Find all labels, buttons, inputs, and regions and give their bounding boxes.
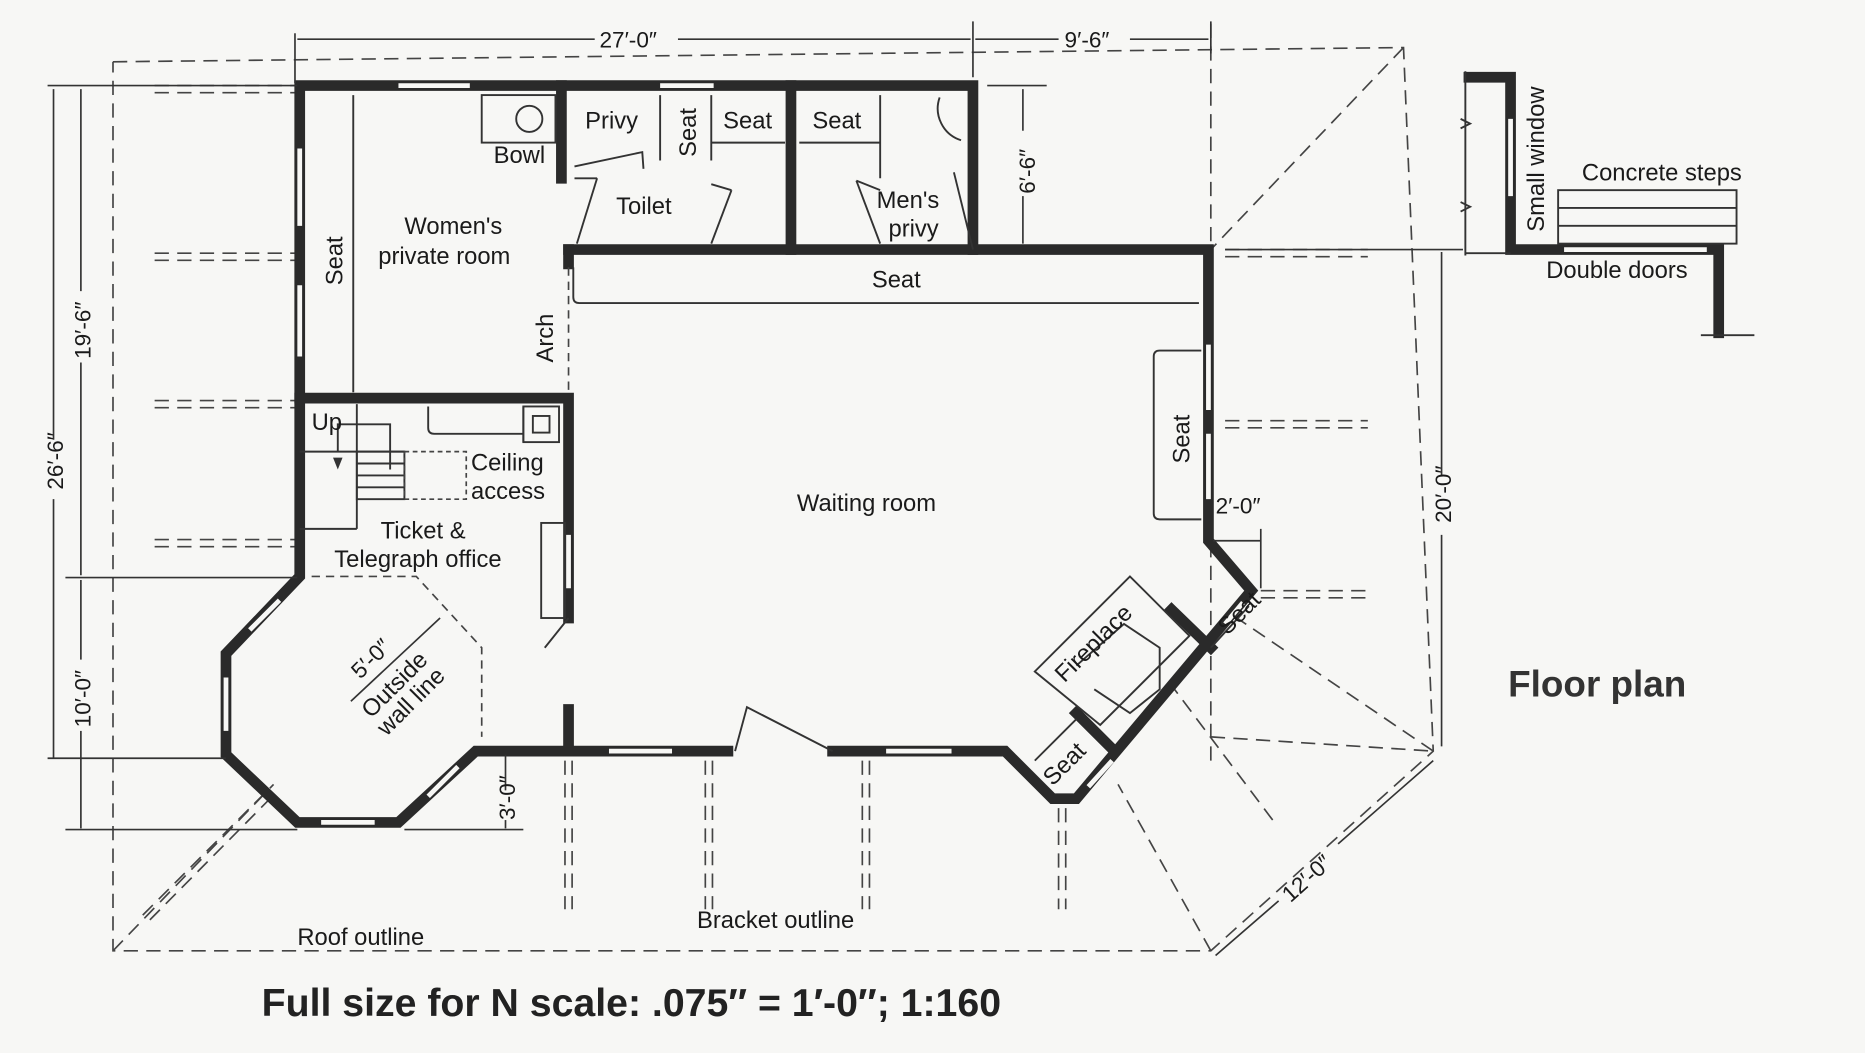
stair-arrow-icon: [336, 423, 392, 470]
label-seat-east: Seat: [1168, 414, 1195, 463]
dimension-labels: 27′-0″ 9′-6″ 6′-6″ 26′-6″ 19′-6″ 10′-0″ …: [43, 28, 1456, 907]
interior-fixtures: [299, 94, 1250, 762]
scale-note: Full size for N scale: .075″ = 1′-0″; 1:…: [262, 981, 1001, 1025]
label-ceiling-line2: access: [471, 478, 545, 505]
label-double-doors: Double doors: [1546, 257, 1688, 284]
page-title: Floor plan: [1508, 663, 1686, 704]
label-bracket-outline: Bracket outline: [697, 907, 854, 934]
label-seat-waiting-north: Seat: [872, 267, 921, 294]
privy-door: [574, 150, 645, 169]
label-ticket-line1: Ticket &: [381, 517, 466, 544]
bracket-outline-lines: [142, 84, 1368, 921]
dim-octagon-offset: 3′-0″: [495, 775, 520, 820]
dim-privy-depth: 6′-6″: [1015, 149, 1040, 194]
label-toilet: Toilet: [616, 193, 672, 220]
label-seat-womens-toilet: Seat: [723, 107, 772, 134]
label-small-window: Small window: [1523, 86, 1550, 232]
dim-left-total: 26′-6″: [43, 432, 68, 489]
label-ticket-line2: Telegraph office: [334, 546, 501, 573]
bowl-icon: [515, 104, 544, 133]
dim-bay-offset: 2′-0″: [1216, 493, 1261, 518]
label-arch: Arch: [532, 314, 559, 363]
mens-privy-door-swing: [936, 97, 962, 142]
detail-labels: Small window Concrete steps Double doors: [1523, 86, 1742, 284]
label-mens-line2: privy: [888, 216, 938, 243]
roof-outline: [112, 23, 1435, 952]
label-seat-mens: Seat: [812, 107, 861, 134]
label-mens-line1: Men's: [877, 187, 940, 214]
label-waiting-room: Waiting room: [797, 490, 936, 517]
label-ceiling-line1: Ceiling: [471, 450, 544, 477]
label-bowl: Bowl: [494, 142, 546, 169]
dim-diagonal: 12′-0″: [1277, 850, 1336, 907]
dim-top-width: 27′-0″: [599, 28, 656, 53]
label-concrete-steps: Concrete steps: [1582, 160, 1742, 187]
entrance-detail: [1460, 71, 1755, 339]
dimension-lines: [47, 21, 1463, 957]
label-womens-line2: private room: [378, 243, 510, 270]
label-roof-outline: Roof outline: [297, 924, 424, 951]
windows: [223, 83, 1245, 825]
label-womens-line1: Women's: [404, 213, 502, 240]
label-seat-womens: Seat: [322, 236, 349, 285]
dim-left-upper: 19′-6″: [70, 302, 95, 359]
dim-left-lower: 10′-0″: [70, 670, 95, 727]
label-seat-privy: Seat: [675, 108, 702, 157]
label-privy: Privy: [585, 107, 638, 134]
label-up: Up: [312, 409, 342, 436]
dim-right-height: 20′-0″: [1431, 466, 1456, 523]
room-labels: Privy Toilet Bowl Seat Seat Seat Men's p…: [297, 107, 1266, 950]
dim-top-right: 9′-6″: [1065, 28, 1110, 53]
